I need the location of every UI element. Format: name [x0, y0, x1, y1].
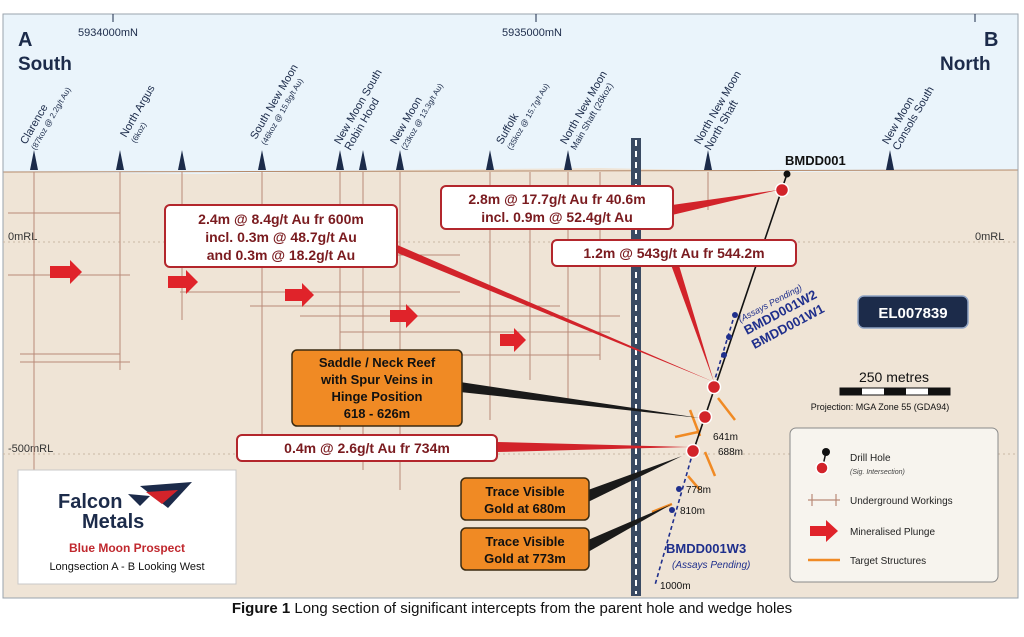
parent-hole-label: BMDD001	[785, 153, 846, 168]
ground-area	[3, 168, 1018, 598]
legend-label: Target Structures	[850, 556, 926, 567]
callout-line: 618 - 626m	[344, 406, 411, 421]
figure-caption-text: Long section of significant intercepts f…	[294, 600, 793, 617]
intercept-line: 2.4m @ 8.4g/t Au fr 600m	[198, 211, 364, 227]
section-end-direction: North	[940, 54, 991, 75]
rl-label-minus500: -500mRL	[8, 443, 53, 455]
section-end-letter: B	[984, 29, 998, 51]
callout-leaders	[395, 190, 778, 552]
legend-sublabel: (Sig. Intersection)	[850, 469, 905, 476]
rl-label-zero: 0mRL	[8, 231, 37, 243]
tenement-label: EL007839	[878, 305, 947, 322]
depth-label: 688m	[718, 447, 743, 458]
legend-label: Drill Hole	[850, 453, 891, 464]
visible-gold-callout: Trace Visible Gold at 680m	[460, 477, 590, 521]
depth-labels: 641m 688m 778m 810m 1000m	[660, 432, 743, 592]
shaft-headframes	[30, 150, 894, 170]
intercept-markers	[685, 182, 790, 459]
intercept-callout: 2.8m @ 17.7g/t Au fr 40.6m incl. 0.9m @ …	[440, 185, 674, 230]
intercept-line: 1.2m @ 543g/t Au fr 544.2m	[583, 245, 764, 261]
figure-border	[2, 13, 1019, 599]
depth-label: 810m	[680, 506, 705, 517]
visible-gold-callout: Trace Visible Gold at 773m	[460, 527, 590, 571]
legend-label: Mineralised Plunge	[850, 527, 935, 538]
drill-hole-parent	[692, 173, 788, 453]
callout-line: Hinge Position	[332, 389, 423, 404]
company-name: Metals	[82, 511, 144, 533]
wedge-w3-pending: (Assays Pending)	[672, 560, 750, 571]
vertical-structure	[631, 138, 641, 596]
legend: Drill Hole (Sig. Intersection) Undergrou…	[789, 427, 999, 583]
projection-label: Projection: MGA Zone 55 (GDA94)	[811, 402, 950, 412]
prospect-name: Blue Moon Prospect	[69, 541, 185, 555]
depth-label: 778m	[686, 485, 711, 496]
company-logo-box: Falcon Metals Blue Moon Prospect Longsec…	[17, 469, 237, 585]
callout-line: Gold at 773m	[484, 551, 566, 566]
intercept-line: 0.4m @ 2.6g/t Au fr 734m	[284, 440, 450, 456]
saddle-reef-callout: Saddle / Neck Reef with Spur Veins in Hi…	[291, 349, 463, 427]
northing-label: 5934000mN	[78, 27, 138, 39]
callout-line: with Spur Veins in	[320, 372, 433, 387]
depth-label: 1000m	[660, 581, 691, 592]
collar-marker	[783, 170, 791, 178]
plunge-arrow-icon	[810, 520, 838, 542]
falcon-logo-icon	[128, 482, 192, 508]
figure-caption-label: Figure 1	[231, 600, 291, 617]
intercept-line: incl. 0.9m @ 52.4g/t Au	[481, 209, 633, 225]
callout-line: Trace Visible	[485, 534, 564, 549]
scale-label: 250 metres	[859, 369, 929, 385]
company-name: Falcon	[58, 491, 122, 513]
drill-hole-wedge-w3	[654, 451, 694, 586]
intercept-callout: 2.4m @ 8.4g/t Au fr 600m incl. 0.3m @ 48…	[164, 204, 398, 268]
depth-label: 641m	[713, 432, 738, 443]
wedge-hole-markers	[669, 312, 738, 513]
target-structures	[651, 397, 736, 514]
northing-label: 5935000mN	[502, 27, 562, 39]
rl-label-zero: 0mRL	[975, 231, 1004, 243]
tenement-badge	[857, 295, 969, 329]
figure-caption: Figure 1 Long section of significant int…	[0, 600, 1024, 617]
wedge-w3-label: BMDD001W3	[666, 541, 746, 556]
mineralised-plunge-arrows	[50, 260, 526, 352]
intercept-callout: 1.2m @ 543g/t Au fr 544.2m	[551, 239, 797, 267]
underground-workings-icon	[808, 494, 840, 506]
callout-line: Trace Visible	[485, 484, 564, 499]
section-start-letter: A	[18, 29, 32, 51]
section-start-direction: South	[18, 54, 72, 75]
section-subtitle: Longsection A - B Looking West	[49, 561, 204, 573]
scale-bar	[839, 387, 951, 396]
intercept-line: incl. 0.3m @ 48.7g/t Au	[205, 229, 357, 245]
intercept-line: and 0.3m @ 18.2g/t Au	[207, 247, 356, 263]
callout-line: Saddle / Neck Reef	[319, 355, 436, 370]
surface-line	[2, 169, 1019, 173]
intercept-line: 2.8m @ 17.7g/t Au fr 40.6m	[468, 191, 645, 207]
legend-label: Underground Workings	[850, 496, 953, 507]
callout-line: Gold at 680m	[484, 501, 566, 516]
intercept-callout: 0.4m @ 2.6g/t Au fr 734m	[236, 434, 498, 462]
